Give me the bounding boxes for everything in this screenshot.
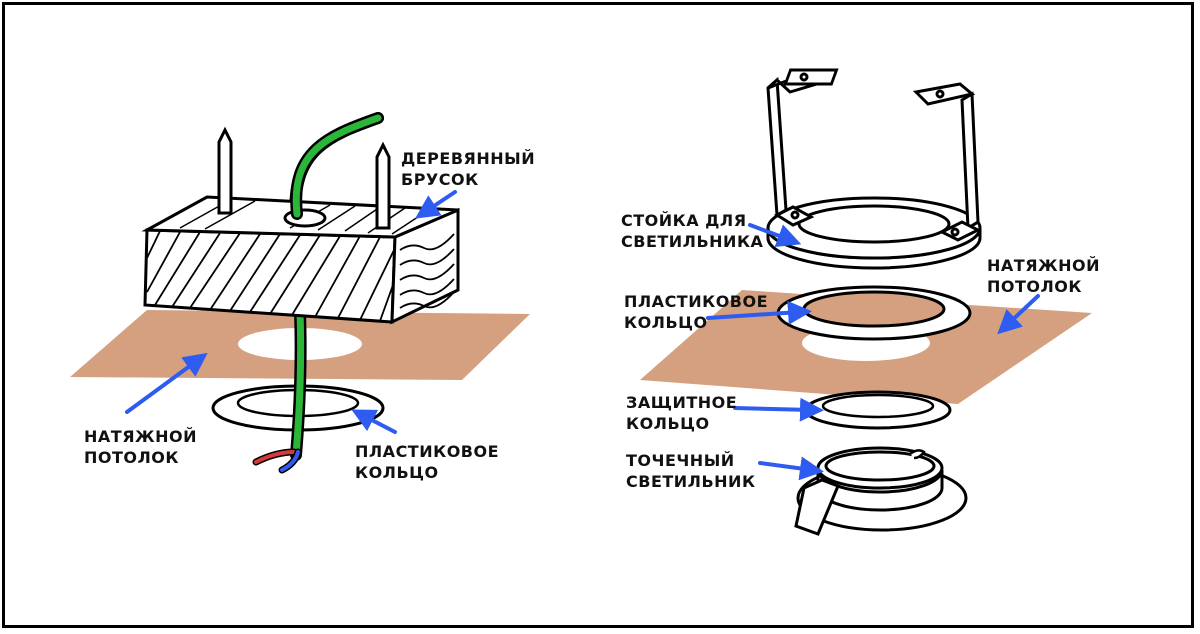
right-ceiling-label-line1: НАТЯЖНОЙ (987, 256, 1100, 275)
left-ring-label: ПЛАСТИКОВОЕ КОЛЬЦО (355, 441, 499, 483)
spotlight-label: ТОЧЕЧНЫЙ СВЕТИЛЬНИК (626, 450, 756, 492)
stand-label-line1: СТОЙКА ДЛЯ (621, 211, 747, 230)
light-stand (766, 68, 982, 270)
right-plastic-ring-label-line1: ПЛАСТИКОВОЕ (624, 292, 769, 311)
right-plastic-ring-label: ПЛАСТИКОВОЕ КОЛЬЦО (624, 291, 768, 333)
protective-ring-label-line2: КОЛЬЦО (626, 414, 710, 433)
left-ring-label-line2: КОЛЬЦО (355, 463, 439, 482)
left-wire-top (290, 112, 384, 220)
right-scene (640, 68, 1092, 536)
nails (217, 126, 391, 230)
stand-label-line2: СВЕТИЛЬНИКА (621, 232, 764, 251)
spotlight-label-line2: СВЕТИЛЬНИК (626, 472, 756, 491)
spotlight-label-line1: ТОЧЕЧНЫЙ (626, 451, 735, 470)
beam-label: ДЕРЕВЯННЫЙ БРУСОК (401, 148, 535, 190)
right-plastic-ring-label-line2: КОЛЬЦО (624, 313, 708, 332)
right-ceiling-label: НАТЯЖНОЙ ПОТОЛОК (987, 255, 1100, 297)
left-scene (70, 112, 530, 474)
stand-label: СТОЙКА ДЛЯ СВЕТИЛЬНИКА (621, 210, 763, 252)
left-arrows (125, 190, 457, 434)
protective-ring-label-line1: ЗАЩИТНОЕ (626, 393, 738, 412)
left-ceiling-label: НАТЯЖНОЙ ПОТОЛОК (84, 426, 197, 468)
left-ring-label-line1: ПЛАСТИКОВОЕ (355, 442, 500, 461)
beam-label-line2: БРУСОК (401, 170, 479, 189)
spotlight (794, 446, 968, 536)
beam-label-line1: ДЕРЕВЯННЫЙ (401, 149, 536, 168)
right-plastic-ring (776, 285, 972, 341)
left-ceiling-label-line1: НАТЯЖНОЙ (84, 427, 197, 446)
right-ceiling-label-line2: ПОТОЛОК (987, 277, 1082, 296)
protective-ring (804, 390, 952, 430)
protective-ring-label: ЗАЩИТНОЕ КОЛЬЦО (626, 392, 737, 434)
left-ceiling-label-line2: ПОТОЛОК (84, 448, 179, 467)
right-arrows (706, 223, 1040, 481)
